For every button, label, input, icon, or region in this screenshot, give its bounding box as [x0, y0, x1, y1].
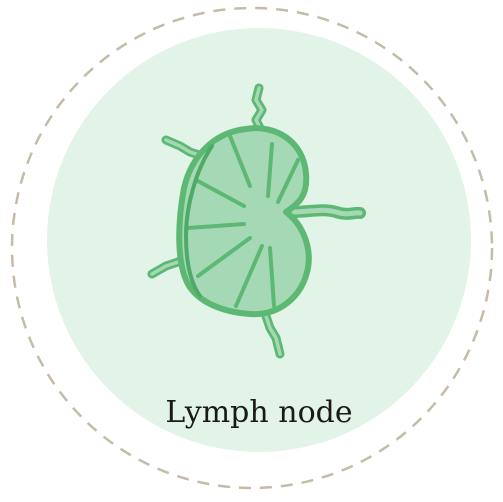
lymph-node-label: Lymph node [165, 395, 352, 430]
